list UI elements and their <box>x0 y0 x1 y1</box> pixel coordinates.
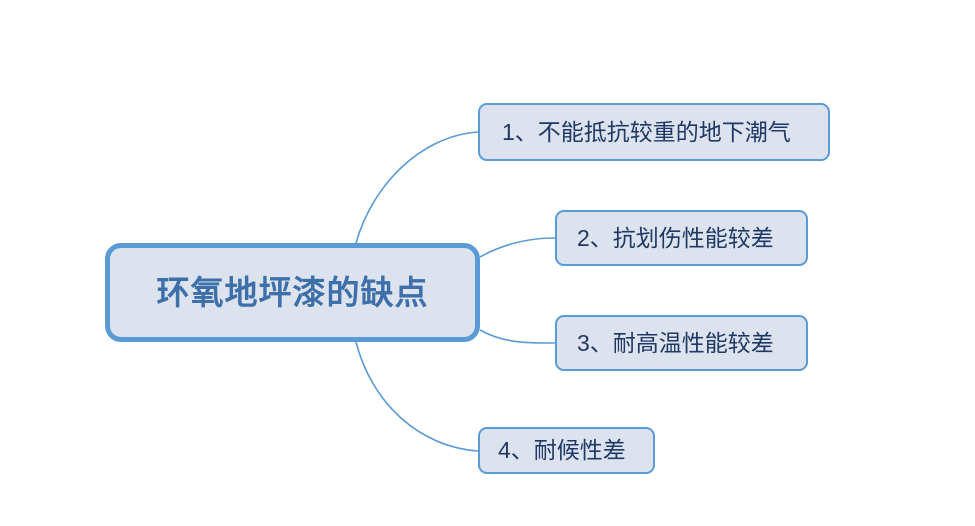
branch-node-1[interactable]: 1、不能抵抗较重的地下潮气 <box>478 103 830 161</box>
connector-root-to-branch-1 <box>355 131 479 244</box>
branch-node-2[interactable]: 2、抗划伤性能较差 <box>555 210 808 266</box>
branch-node-3[interactable]: 3、耐高温性能较差 <box>555 315 808 371</box>
branch-node-1-label: 1、不能抵抗较重的地下潮气 <box>502 118 791 145</box>
branch-node-3-label: 3、耐高温性能较差 <box>577 329 774 356</box>
connector-root-to-branch-3 <box>479 329 556 344</box>
branch-node-2-label: 2、抗划伤性能较差 <box>577 224 774 251</box>
connector-root-to-branch-4 <box>355 341 479 452</box>
branch-node-4-label: 4、耐候性差 <box>498 437 626 463</box>
connector-root-to-branch-2 <box>479 237 556 258</box>
root-node-label: 环氧地坪漆的缺点 <box>156 274 429 311</box>
branch-node-4[interactable]: 4、耐候性差 <box>478 427 655 474</box>
root-node[interactable]: 环氧地坪漆的缺点 <box>105 243 480 342</box>
